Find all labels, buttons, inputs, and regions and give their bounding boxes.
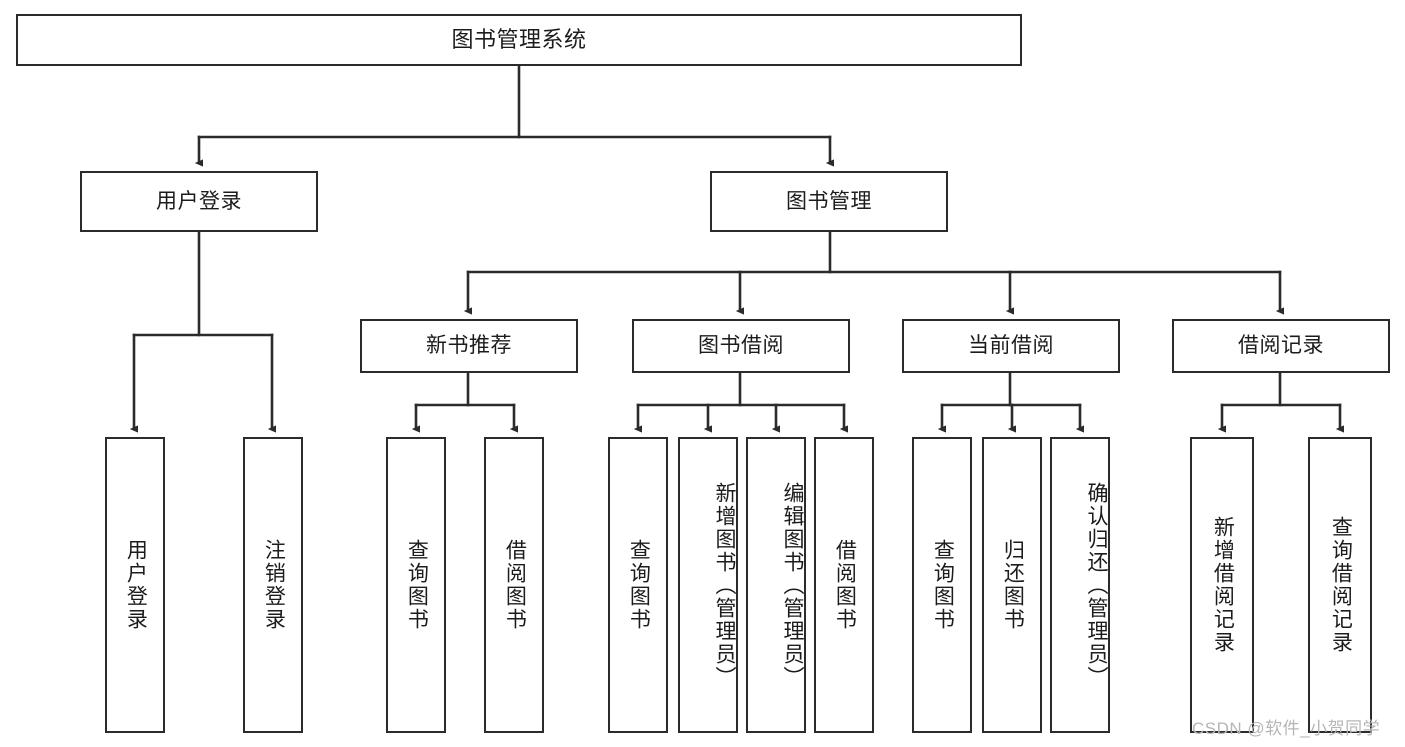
- node-root-system[interactable]: 图书管理系统: [16, 14, 1022, 66]
- node-leaf-borrow-book[interactable]: 借阅图书: [814, 437, 874, 733]
- node-leaf-query-book-current[interactable]: 查询图书: [912, 437, 972, 733]
- node-leaf-edit-book-admin[interactable]: 编辑图书（管理员）: [746, 437, 806, 733]
- node-leaf-borrow-book-recommend[interactable]: 借阅图书: [484, 437, 544, 733]
- node-leaf-query-book-recommend[interactable]: 查询图书: [386, 437, 446, 733]
- node-leaf-add-borrow-record[interactable]: 新增借阅记录: [1190, 437, 1254, 733]
- node-new-book-recommend[interactable]: 新书推荐: [360, 319, 578, 373]
- node-leaf-confirm-return-admin[interactable]: 确认归还（管理员）: [1050, 437, 1110, 733]
- node-borrow-record[interactable]: 借阅记录: [1172, 319, 1390, 373]
- node-book-borrow[interactable]: 图书借阅: [632, 319, 850, 373]
- node-leaf-user-login[interactable]: 用户登录: [105, 437, 165, 733]
- node-leaf-logout[interactable]: 注销登录: [243, 437, 303, 733]
- node-book-management[interactable]: 图书管理: [710, 171, 948, 232]
- node-leaf-query-book-borrow[interactable]: 查询图书: [608, 437, 668, 733]
- node-leaf-return-book[interactable]: 归还图书: [982, 437, 1042, 733]
- node-leaf-add-book-admin[interactable]: 新增图书（管理员）: [678, 437, 738, 733]
- node-leaf-query-borrow-record[interactable]: 查询借阅记录: [1308, 437, 1372, 733]
- node-current-borrow[interactable]: 当前借阅: [902, 319, 1120, 373]
- node-user-login[interactable]: 用户登录: [80, 171, 318, 232]
